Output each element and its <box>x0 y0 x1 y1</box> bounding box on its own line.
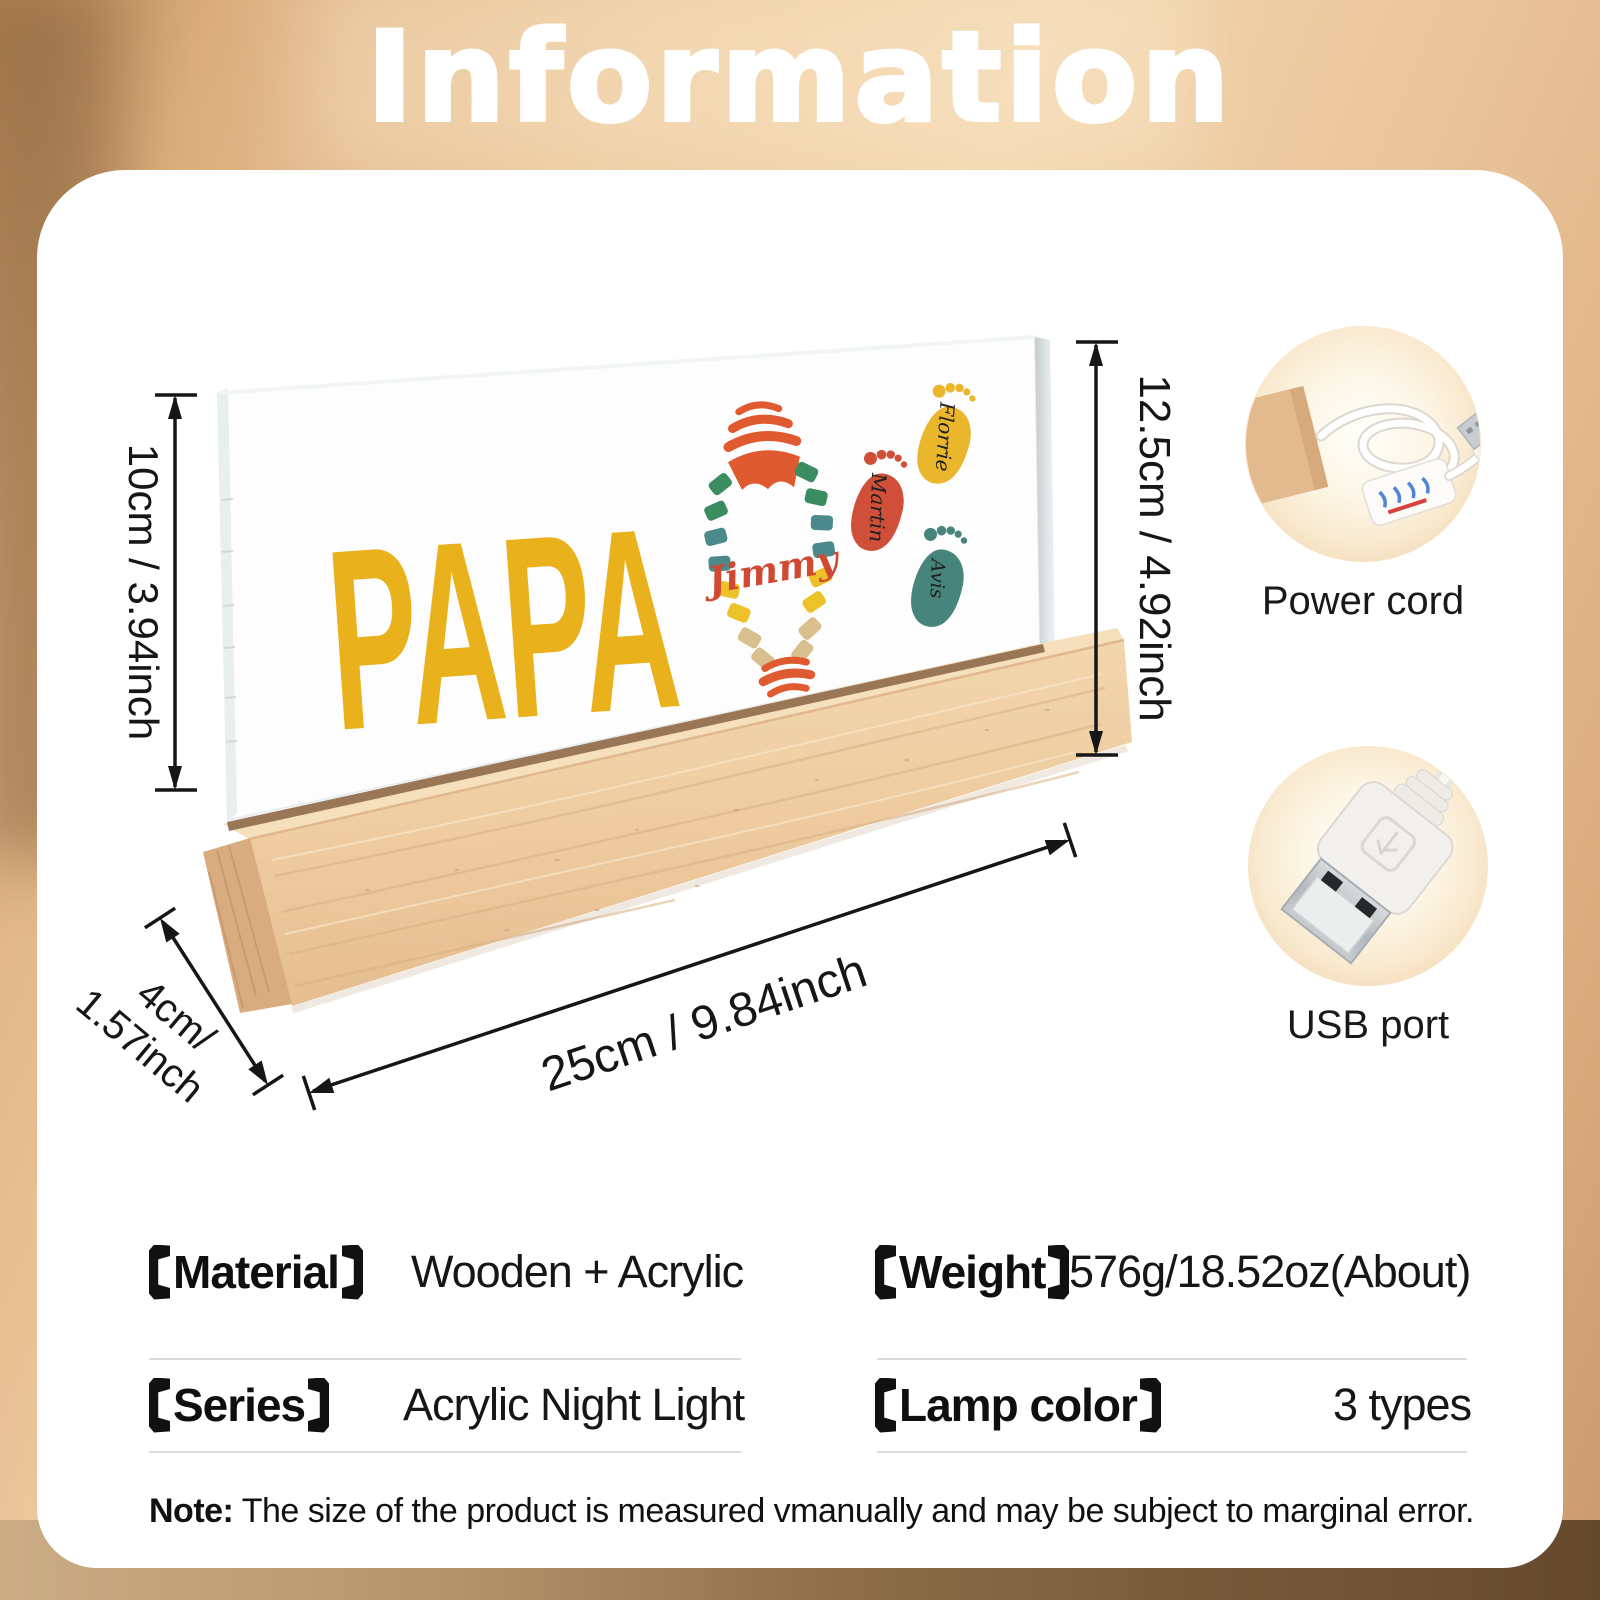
bracket-open-icon <box>149 1377 170 1433</box>
power-cord-inset: Power cord <box>1245 326 1481 623</box>
svg-text:Avis: Avis <box>925 557 948 600</box>
spec-weight-label: Weight <box>875 1240 1069 1304</box>
bracket-open-icon <box>149 1244 170 1300</box>
footprint-icon-martin: Martin <box>851 449 908 551</box>
divider <box>149 1451 741 1453</box>
footprint-icon-florrie: Florrie <box>917 382 976 484</box>
svg-text:12.5cm / 4.92inch: 12.5cm / 4.92inch <box>1130 374 1179 721</box>
info-card: PAPA <box>37 170 1563 1568</box>
bracket-open-icon <box>875 1244 896 1300</box>
svg-text:Martin: Martin <box>865 472 891 543</box>
note-label: Note: <box>149 1492 234 1530</box>
spec-material-label: Material <box>149 1240 363 1304</box>
bracket-close-icon <box>308 1378 329 1433</box>
page-title: Information <box>365 4 1234 152</box>
acrylic-left-edge <box>218 388 237 820</box>
bracket-close-icon <box>1140 1378 1161 1433</box>
spec-lampcolor-value: 3 types <box>1333 1379 1472 1430</box>
svg-text:10cm / 3.94inch: 10cm / 3.94inch <box>120 444 167 741</box>
power-cord-icon <box>1246 385 1480 526</box>
acrylic-right-edge <box>1035 337 1055 647</box>
background-glow-top <box>300 0 1200 180</box>
power-cord-label: Power cord <box>1262 579 1464 623</box>
divider <box>149 1358 741 1360</box>
spec-material-value: Wooden + Acrylic <box>411 1246 744 1297</box>
bracket-close-icon <box>342 1245 363 1300</box>
divider <box>877 1451 1467 1453</box>
svg-text:Florrie: Florrie <box>931 400 960 472</box>
bracket-close-icon <box>1048 1245 1069 1300</box>
svg-text:25cm / 9.84inch: 25cm / 9.84inch <box>535 944 873 1102</box>
cord-controller <box>1361 458 1457 526</box>
wood-groove <box>227 644 1045 831</box>
usb-port-inset: USB port <box>1248 746 1488 1047</box>
spec-series-label: Series <box>149 1373 329 1437</box>
product-figure: PAPA <box>68 326 1488 1111</box>
note-text: Note: The size of the product is measure… <box>149 1492 1474 1530</box>
divider <box>877 1358 1467 1360</box>
spec-weight-value: 576g/18.52oz(About) <box>1069 1246 1471 1297</box>
plate-text: PAPA <box>320 472 687 785</box>
dimension-height-left: 10cm / 3.94inch <box>120 393 197 792</box>
footprint-icon-avis: Avis <box>911 525 968 627</box>
wood-base <box>203 628 1132 1014</box>
dimension-height-right: 12.5cm / 4.92inch <box>1076 340 1179 757</box>
boot-tread-dashes <box>704 461 836 670</box>
usb-port-label: USB port <box>1287 1003 1449 1047</box>
spec-lampcolor-label: Lamp color <box>875 1373 1161 1437</box>
spec-series-value: Acrylic Night Light <box>403 1379 745 1430</box>
usb-plug-icon <box>1280 758 1462 965</box>
bracket-open-icon <box>875 1377 896 1433</box>
